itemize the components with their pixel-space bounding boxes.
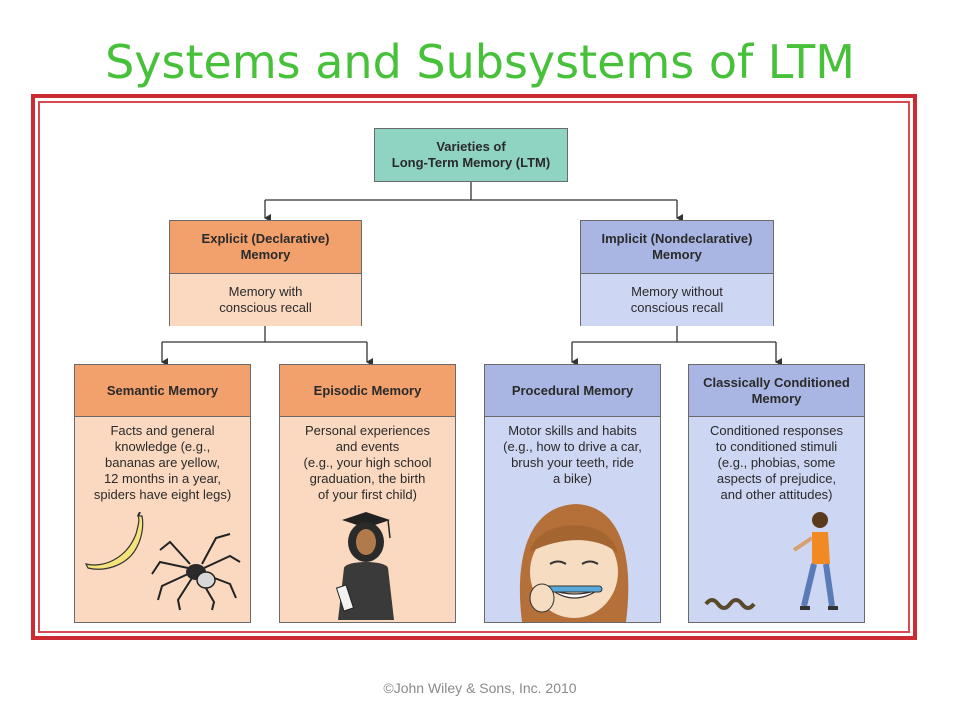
classical-head-line2: Memory [751, 390, 802, 406]
procedural-line-3: brush your teeth, ride [511, 455, 634, 470]
semantic-line-4: 12 months in a year, [103, 471, 222, 486]
implicit-body-line1: Memory without [631, 284, 723, 299]
episodic-line-1: Personal experiences [304, 423, 431, 438]
explicit-memory-node: Explicit (Declarative) Memory Memory wit… [169, 220, 362, 326]
graduate-illustration [335, 512, 394, 620]
procedural-line-1: Motor skills and habits [508, 423, 637, 438]
boy-and-snake-illustration [704, 512, 838, 610]
implicit-memory-node: Implicit (Nondeclarative) Memory Memory … [580, 220, 774, 326]
episodic-line-4: graduation, the birth [309, 471, 426, 486]
semantic-head: Semantic Memory [75, 365, 250, 417]
procedural-head: Procedural Memory [485, 365, 660, 417]
classical-line-5: and other attitudes) [720, 487, 833, 502]
implicit-head-line1: Implicit (Nondeclarative) [601, 231, 753, 246]
ltm-root-node: Varieties of Long-Term Memory (LTM) [374, 128, 568, 182]
classical-head-line1: Classically Conditioned [703, 374, 850, 390]
episodic-line-5: of your first child) [318, 487, 417, 502]
root-label-line1: Varieties of [436, 139, 506, 154]
classical-conditioning-node: Classically Conditioned Memory Condition… [688, 364, 865, 623]
root-label-line2: Long-Term Memory (LTM) [391, 155, 551, 170]
episodic-head: Episodic Memory [280, 365, 455, 417]
semantic-line-2: knowledge (e.g., [114, 439, 211, 454]
explicit-head-line1: Explicit (Declarative) [201, 231, 330, 246]
explicit-body-line1: Memory with [228, 284, 303, 299]
procedural-line-4: a bike) [552, 471, 593, 486]
frame-inner-border [38, 101, 910, 633]
explicit-head-line2: Memory [240, 247, 291, 262]
banana-illustration [84, 512, 144, 570]
classical-line-4: aspects of prejudice, [716, 471, 837, 486]
classical-line-2: to conditioned stimuli [715, 439, 838, 454]
procedural-line-2: (e.g., how to drive a car, [503, 439, 642, 454]
implicit-head-line2: Memory [652, 247, 702, 262]
semantic-line-3: bananas are yellow, [105, 455, 220, 470]
implicit-body-line2: conscious recall [630, 300, 724, 315]
spider-illustration [151, 533, 241, 611]
classical-line-3: (e.g., phobias, some [717, 455, 836, 470]
semantic-line-1: Facts and general [110, 423, 215, 438]
classical-line-1: Conditioned responses [710, 423, 843, 438]
episodic-line-3: (e.g., your high school [303, 455, 432, 470]
explicit-body-line2: conscious recall [219, 300, 312, 315]
toothbrushing-girl-illustration [519, 504, 629, 622]
copyright-footer: ©John Wiley & Sons, Inc. 2010 [383, 680, 577, 696]
semantic-line-5: spiders have eight legs) [93, 487, 232, 502]
episodic-line-2: and events [335, 439, 400, 454]
slide-title: Systems and Subsystems of LTM [105, 35, 855, 89]
